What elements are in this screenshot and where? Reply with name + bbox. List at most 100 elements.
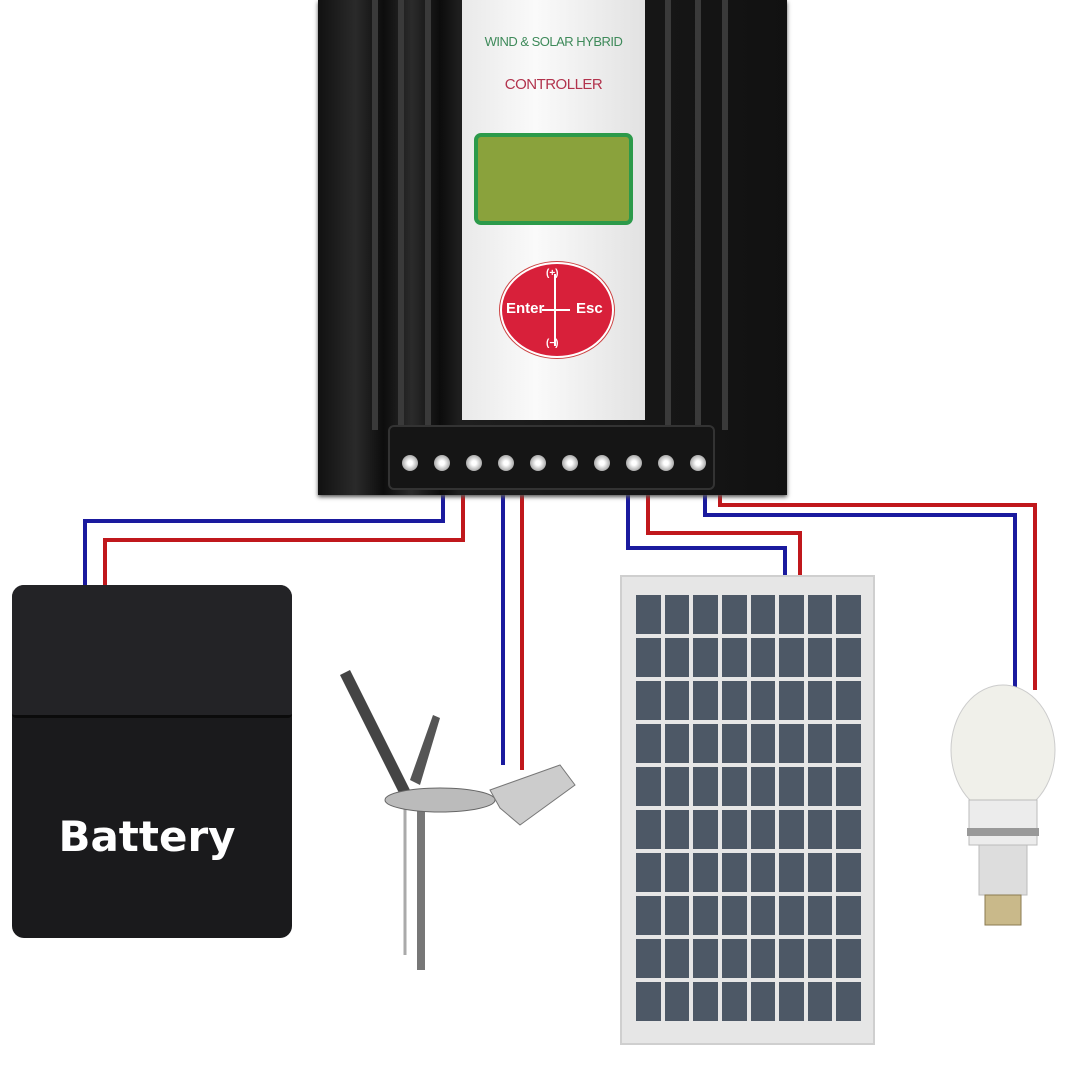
solar-cell [721, 810, 747, 849]
terminal-screw [658, 455, 674, 471]
terminal-screw [626, 455, 642, 471]
solar-cell [693, 810, 718, 849]
solar-cell [779, 810, 804, 849]
solar-cell [721, 681, 747, 720]
solar-cell [636, 810, 661, 849]
solar-cell [750, 767, 776, 806]
solar-cell [750, 595, 776, 634]
load-positive-wire [718, 495, 1037, 690]
terminal-screw [530, 455, 546, 471]
solar-cell [779, 939, 804, 978]
solar-cell [807, 638, 833, 677]
esc-key[interactable]: Esc [576, 300, 603, 317]
solar-cell [636, 681, 661, 720]
solar-cell [779, 982, 804, 1021]
solar-cell [721, 896, 747, 935]
solar-cell [807, 724, 833, 763]
terminal-screw [434, 455, 450, 471]
solar-cell [750, 638, 776, 677]
solar-cell [836, 767, 861, 806]
solar-cell [750, 982, 776, 1021]
solar-cell [721, 853, 747, 892]
solar-cell [693, 767, 718, 806]
solar-cell [693, 724, 718, 763]
solar-cell [807, 982, 833, 1021]
heatsink-fin [722, 0, 728, 430]
solar-cell [807, 681, 833, 720]
controller-title: WIND & SOLAR HYBRID [484, 34, 623, 49]
solar-cell [664, 853, 690, 892]
solar-cell [693, 681, 718, 720]
solar-cell [636, 595, 661, 634]
solar-cell [779, 724, 804, 763]
solar-cell [664, 638, 690, 677]
battery-positive-wire [103, 495, 465, 588]
solar-cell [807, 939, 833, 978]
solar-cell [693, 595, 718, 634]
solar-cell [779, 595, 804, 634]
solar-cell [664, 681, 690, 720]
solar-cell [693, 638, 718, 677]
solar-cell [807, 896, 833, 935]
solar-cell [721, 939, 747, 978]
solar-cell [693, 982, 718, 1021]
solar-cell [636, 724, 661, 763]
solar-cell [750, 896, 776, 935]
solar-cell [721, 982, 747, 1021]
keypad-divider [542, 309, 570, 311]
solar-cell [636, 939, 661, 978]
battery-negative-wire [83, 495, 445, 588]
load-negative-wire [703, 495, 1017, 690]
solar-cell [836, 896, 861, 935]
solar-cell [664, 896, 690, 935]
solar-negative-wire [626, 495, 787, 578]
heatsink-fin [425, 0, 431, 430]
solar-cell [636, 896, 661, 935]
solar-cell [836, 638, 861, 677]
solar-cell [779, 767, 804, 806]
terminal-screw [594, 455, 610, 471]
heatsink-fin [372, 0, 378, 430]
solar-cell [636, 638, 661, 677]
solar-cell [636, 767, 661, 806]
lcd-display [474, 133, 633, 225]
solar-cell [779, 681, 804, 720]
up-key[interactable]: (+) [546, 268, 559, 279]
terminal-screw [498, 455, 514, 471]
heatsink-fin [695, 0, 701, 430]
solar-panel [620, 575, 875, 1045]
solar-cell [836, 724, 861, 763]
solar-cell [836, 595, 861, 634]
down-key[interactable]: (−) [546, 338, 559, 349]
solar-cell [807, 853, 833, 892]
solar-cell [750, 681, 776, 720]
light-bulb-icon [950, 684, 1056, 926]
solar-cell [693, 853, 718, 892]
terminal-screw [562, 455, 578, 471]
solar-cell [750, 939, 776, 978]
terminal-screw [402, 455, 418, 471]
solar-cell [836, 681, 861, 720]
terminal-screw [466, 455, 482, 471]
battery-label: Battery [58, 812, 236, 861]
solar-cell [779, 638, 804, 677]
heatsink-fin [665, 0, 671, 430]
solar-cell [636, 982, 661, 1021]
solar-cell [807, 767, 833, 806]
solar-cell [779, 853, 804, 892]
solar-cell [664, 724, 690, 763]
solar-cell [664, 939, 690, 978]
solar-cell [636, 853, 661, 892]
solar-cell [836, 982, 861, 1021]
solar-cell [664, 595, 690, 634]
solar-cell [750, 724, 776, 763]
solar-cell [664, 767, 690, 806]
solar-cell [836, 810, 861, 849]
solar-cell [721, 767, 747, 806]
wind-turbine-icon [340, 670, 576, 970]
enter-key[interactable]: Enter [506, 300, 545, 317]
solar-cell [693, 896, 718, 935]
keypad: Enter Esc (+) (−) [500, 262, 614, 358]
solar-cell [664, 810, 690, 849]
